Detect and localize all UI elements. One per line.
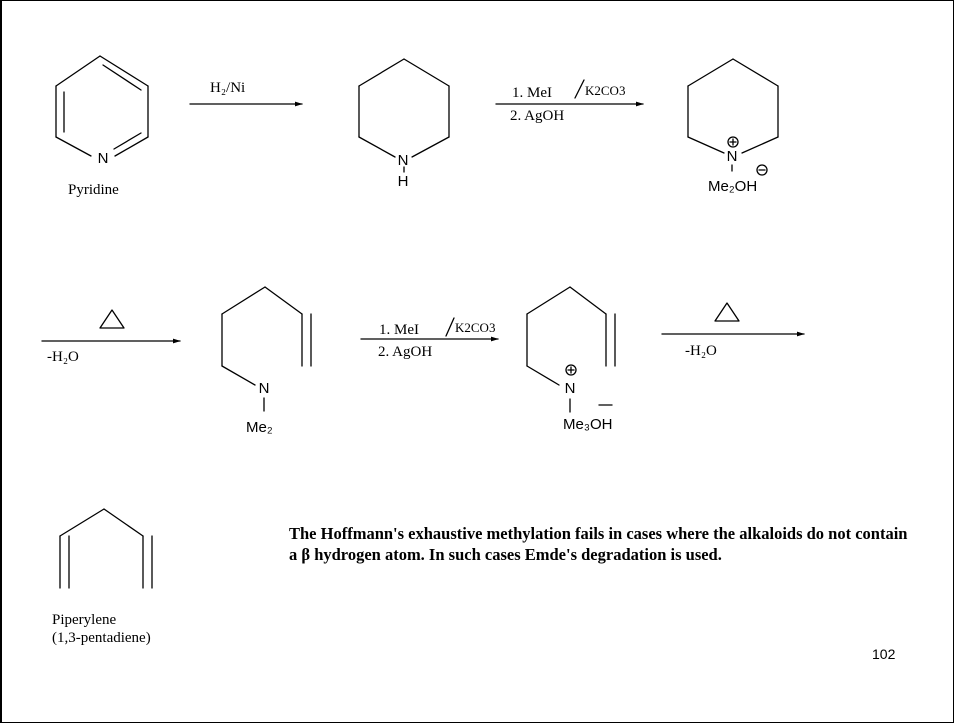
reagent-k2co3-2: K2CO3 [455,320,495,335]
piperylene-structure [59,508,153,589]
reagent-h2-ni: H₂/Ni [210,80,245,96]
page-number: 102 [872,646,896,662]
heat-triangle-2 [714,302,740,322]
ammonium-substituents-label: Me₃OH [563,416,612,433]
amine-nitrogen-label: N [259,380,270,397]
water-loss-label-1: -H₂O [47,349,79,365]
piperidinium-substituents-label: Me₂OH [708,178,757,195]
pyridine-structure [55,55,149,157]
piperidinium-nitrogen-label: N [727,148,738,165]
water-loss-label-2: -H₂O [685,343,717,359]
ammonium-chain-structure [526,286,616,413]
reagent-slash-2 [445,317,455,337]
ammonium-nitrogen-label: N [565,380,576,397]
heat-triangle-1 [99,309,125,329]
methylation-note: The Hoffmann's exhaustive methylation fa… [289,524,908,564]
reagent-agoh-2: 2. AgOH [378,344,432,360]
reagent-agoh-1: 2. AgOH [510,108,564,124]
amine-substituents-label: Me₂ [246,419,273,436]
pyridine-name-label: Pyridine [68,182,119,198]
piperidine-nitrogen-label: N [398,152,409,169]
reagent-k2co3-1: K2CO3 [585,83,625,98]
piperylene-iupac-label: (1,3-pentadiene) [52,630,151,646]
reagent-mei-2: 1. MeI [379,322,419,338]
pyridine-nitrogen-label: N [98,150,109,167]
amine-structure [221,286,312,412]
piperidine-structure [358,58,450,173]
piperidine-h-label: H [398,173,409,190]
reagent-slash-1 [574,79,585,99]
piperylene-name-label: Piperylene [52,612,116,628]
piperidinium-structure [687,58,779,176]
reagent-mei-1: 1. MeI [512,85,552,101]
